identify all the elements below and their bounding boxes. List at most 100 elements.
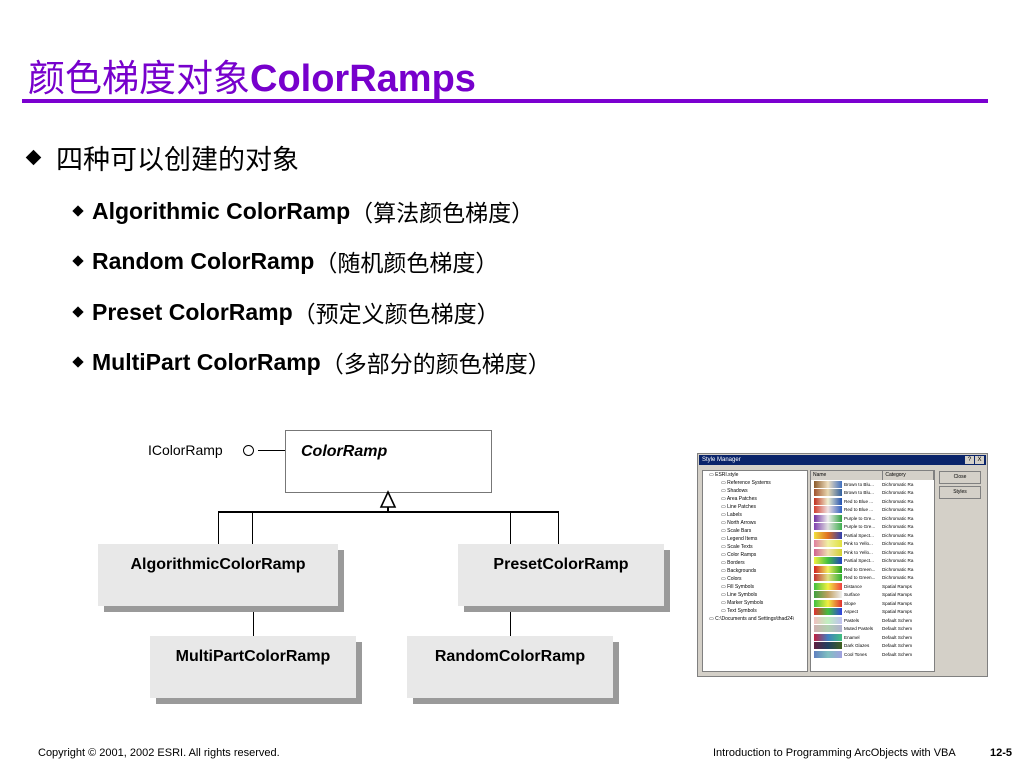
- style-tree-item[interactable]: ▭ Line Symbols: [721, 592, 758, 598]
- style-tree-item[interactable]: ▭ Labels: [721, 512, 742, 518]
- color-ramp-swatch: [814, 489, 842, 497]
- style-tree-item[interactable]: ▭ Legend Items: [721, 536, 758, 542]
- style-list-row[interactable]: Red to Green...Dichromatic Ra: [811, 574, 934, 583]
- style-list-row[interactable]: Purple to Gre...Dichromatic Ra: [811, 523, 934, 532]
- class-name: PresetColorRamp: [493, 556, 629, 573]
- style-tree-item[interactable]: ▭ Fill Symbols: [721, 584, 755, 590]
- style-tree-item[interactable]: ▭ Shadows: [721, 488, 748, 494]
- style-tree-item[interactable]: ▭ Scale Bars: [721, 528, 752, 534]
- ramp-category: Default Schem: [882, 626, 913, 632]
- bullet-item-preset: Preset ColorRamp（预定义颜色梯度）: [72, 295, 500, 329]
- style-tree-item[interactable]: ▭ North Arrows: [721, 520, 757, 526]
- style-list-row[interactable]: Brown to Blu...Dichromatic Ra: [811, 480, 934, 489]
- ramp-category: Dichromatic Ra: [882, 498, 914, 504]
- ramp-category: Dichromatic Ra: [882, 481, 914, 487]
- ramp-category: Dichromatic Ra: [882, 541, 914, 547]
- bullet-item-chinese: （随机颜色梯度）: [314, 251, 499, 277]
- bullet-item-chinese: （算法颜色梯度）: [350, 201, 535, 227]
- ramp-name: Red to Green...: [844, 566, 876, 572]
- color-ramp-swatch: [814, 591, 842, 599]
- style-list-row[interactable]: Muted Pastels Default Schem: [811, 625, 934, 634]
- footer-course-title: Introduction to Programming ArcObjects w…: [713, 747, 956, 759]
- ramp-category: Dichromatic Ra: [882, 558, 914, 564]
- style-tree-item[interactable]: ▭ Reference Systems: [721, 480, 771, 486]
- style-list-row[interactable]: Purple to Gre...Dichromatic Ra: [811, 514, 934, 523]
- style-list-row[interactable]: Red to Blue ...Dichromatic Ra: [811, 497, 934, 506]
- class-box-random: RandomColorRamp: [407, 636, 613, 698]
- style-list-row[interactable]: Partial Spect...Dichromatic Ra: [811, 531, 934, 540]
- color-ramp-swatch: [814, 497, 842, 505]
- color-ramp-swatch: [814, 582, 842, 590]
- footer-copyright: Copyright © 2001, 2002 ESRI. All rights …: [38, 747, 280, 759]
- close-icon[interactable]: X: [975, 456, 984, 464]
- title-latin: ColorRamps: [250, 58, 476, 100]
- style-list-row[interactable]: Brown to Blu...Dichromatic Ra: [811, 489, 934, 498]
- style-list-row[interactable]: Partial Spect...Dichromatic Ra: [811, 557, 934, 566]
- connector-line: [218, 511, 559, 513]
- class-name: AlgorithmicColorRamp: [130, 556, 306, 573]
- style-list-row[interactable]: Red to Blue ...Dichromatic Ra: [811, 506, 934, 515]
- column-name[interactable]: Name: [811, 471, 884, 480]
- style-tree-item[interactable]: ▭ Marker Symbols: [721, 600, 764, 606]
- ramp-name: Slope: [844, 600, 856, 606]
- style-list-row[interactable]: Cool Tones Default Schem: [811, 650, 934, 659]
- style-tree-item[interactable]: ▭ Scale Texts: [721, 544, 753, 550]
- connector-line: [510, 612, 511, 636]
- color-ramp-swatch: [814, 574, 842, 582]
- footer-page-number: 12-5: [990, 747, 1013, 759]
- bullet-item-random: Random ColorRamp（随机颜色梯度）: [72, 244, 499, 278]
- ramp-name: Cool Tones: [844, 651, 867, 657]
- color-ramp-swatch: [814, 625, 842, 633]
- bullet-item-chinese: （多部分的颜色梯度）: [320, 352, 551, 378]
- ramp-name: Brown to Blu...: [844, 490, 874, 496]
- ramp-category: Dichromatic Ra: [882, 532, 914, 538]
- style-tree-item[interactable]: ▭ Colors: [721, 576, 742, 582]
- help-icon[interactable]: ?: [965, 456, 974, 464]
- ramp-category: Default Schem: [882, 634, 913, 640]
- main-bullet: 四种可以创建的对象: [25, 138, 299, 177]
- style-list-row[interactable]: Pink to Yello...Dichromatic Ra: [811, 548, 934, 557]
- color-ramp-swatch: [814, 608, 842, 616]
- abstract-class-name: ColorRamp: [301, 443, 388, 460]
- style-list-row[interactable]: Red to Green...Dichromatic Ra: [811, 565, 934, 574]
- uml-diagram: IColorRamp ColorRamp AlgorithmicColorRam…: [98, 430, 664, 698]
- style-list[interactable]: Name Category Brown to Blu...Dichromatic…: [810, 470, 935, 672]
- close-button[interactable]: Close: [939, 471, 981, 484]
- style-list-row[interactable]: Pink to Yello... Dichromatic Ra: [811, 540, 934, 549]
- ramp-category: Dichromatic Ra: [882, 575, 914, 581]
- style-tree-item[interactable]: ▭ C:\Documents and Settings\thad24\: [709, 616, 795, 622]
- ramp-category: Spatial Ramps: [882, 583, 912, 589]
- ramp-name: Muted Pastels: [844, 626, 874, 632]
- color-ramp-swatch: [814, 565, 842, 573]
- title-divider: [22, 99, 988, 103]
- ramp-category: Dichromatic Ra: [882, 549, 914, 555]
- column-category[interactable]: Category: [883, 471, 934, 480]
- color-ramp-swatch: [814, 650, 842, 658]
- style-tree-item[interactable]: ▭ Area Patches: [721, 496, 757, 502]
- class-box-multipart: MultiPartColorRamp: [150, 636, 356, 698]
- styles-button[interactable]: Styles: [939, 486, 981, 499]
- ramp-category: Spatial Ramps: [882, 609, 912, 615]
- style-tree-item[interactable]: ▭ Backgrounds: [721, 568, 757, 574]
- title-chinese: 颜色梯度对象: [28, 57, 250, 100]
- style-tree-item[interactable]: ▭ Color Ramps: [721, 552, 757, 558]
- style-tree[interactable]: ▭ ESRI.style ▭ Reference Systems ▭ Shadows…: [702, 470, 808, 672]
- style-tree-item[interactable]: ▭ Borders: [721, 560, 745, 566]
- color-ramp-swatch: [814, 514, 842, 522]
- inheritance-arrow-icon: [379, 490, 397, 508]
- ramp-category: Default Schem: [882, 643, 913, 649]
- style-tree-item[interactable]: ▭ Text Symbols: [721, 608, 757, 614]
- abstract-class-colorramp: ColorRamp: [285, 430, 492, 493]
- style-tree-item[interactable]: ▭ Line Patches: [721, 504, 757, 510]
- ramp-category: Default Schem: [882, 651, 913, 657]
- ramp-name: Pink to Yello...: [844, 541, 873, 547]
- style-tree-item[interactable]: ▭ ESRI.style: [709, 472, 739, 478]
